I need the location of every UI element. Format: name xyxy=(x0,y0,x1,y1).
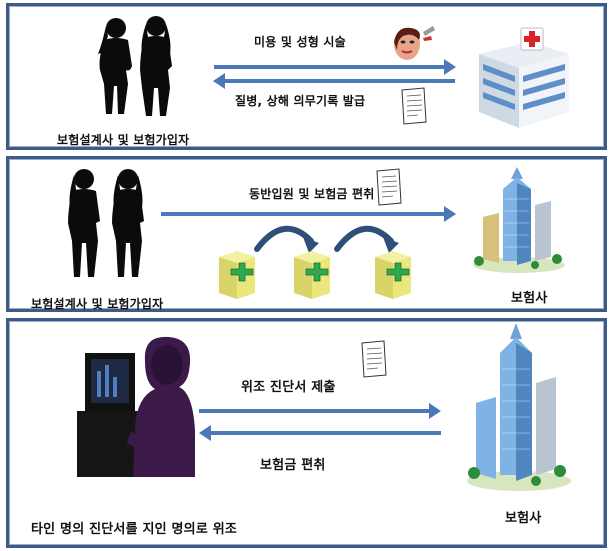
company-label: 보험사 xyxy=(505,511,542,526)
women-silhouette-icon xyxy=(68,169,144,277)
document-icon xyxy=(361,340,387,378)
document-icon xyxy=(376,168,402,206)
hospital-icon xyxy=(479,27,569,128)
arrow-label: 동반입원 및 보험금 편취 xyxy=(249,187,375,201)
document-icon xyxy=(401,87,427,125)
left-arrow xyxy=(199,425,441,441)
insurance-company-building-icon xyxy=(467,323,571,491)
clinic-building-icon xyxy=(294,251,330,299)
women-silhouette-icon xyxy=(98,16,172,116)
insurance-company-building-icon xyxy=(473,167,565,273)
cosmetic-face-icon xyxy=(394,26,435,60)
person-label: 타인 명의 진단서를 지인 명의로 위조 xyxy=(31,522,238,537)
clinic-building-icon xyxy=(219,251,255,299)
top-arrow-label: 위조 진단서 제출 xyxy=(241,380,336,395)
people-label: 보험설계사 및 보험가입자 xyxy=(57,133,190,147)
right-arrow xyxy=(161,206,456,222)
clinic-building-icon xyxy=(375,251,411,299)
company-label: 보험사 xyxy=(511,291,548,306)
right-arrow xyxy=(199,403,441,419)
top-arrow-label: 미용 및 성형 시술 xyxy=(254,35,346,49)
bottom-arrow-label: 질병, 상해 의무기록 발급 xyxy=(235,94,366,108)
curved-arrows xyxy=(254,225,399,253)
panel-forged-diagnosis: 타인 명의 진단서를 지인 명의로 위조 위조 진단서 제출 보험금 편취 보험… xyxy=(6,318,607,548)
left-arrow xyxy=(213,73,455,89)
people-label: 보험설계사 및 보험가입자 xyxy=(31,297,164,311)
panel-joint-hospitalization: 보험설계사 및 보험가입자 동반입원 및 보험금 편취 xyxy=(6,156,607,312)
person-at-computer-icon xyxy=(77,336,195,477)
bottom-arrow-label: 보험금 편취 xyxy=(260,458,326,473)
right-arrow xyxy=(214,59,456,75)
panel-cosmetic-surgery: 보험설계사 및 보험가입자 미용 및 성형 시술 질병, 상해 의무기록 발급 xyxy=(6,3,607,150)
